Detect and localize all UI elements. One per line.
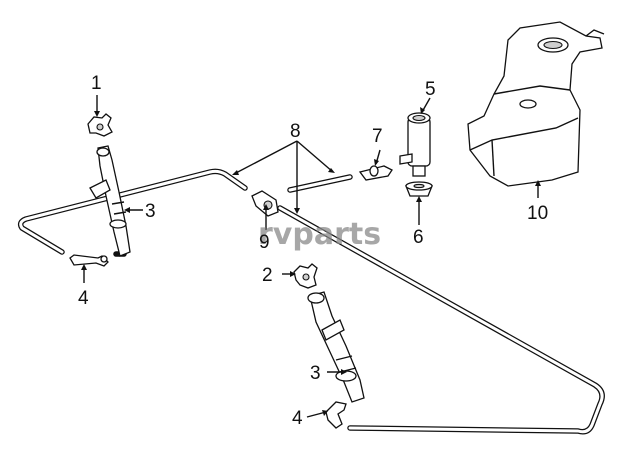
main-hose-run <box>277 205 605 435</box>
callout-4-lower: 4 <box>292 408 303 429</box>
lower-washer-cylinder <box>307 291 365 403</box>
left-hose-loop <box>17 168 248 255</box>
callout-3-lower: 3 <box>310 363 321 384</box>
washer-pump-part-5 <box>399 112 431 177</box>
lower-hose-elbow-part-4 <box>325 401 347 429</box>
left-nozzle-part-1 <box>87 113 113 137</box>
leader-arrowheads <box>81 107 541 416</box>
callout-3-upper: 3 <box>145 201 156 222</box>
center-connector-part-9 <box>251 190 279 217</box>
lower-nozzle-part-2 <box>293 263 318 289</box>
callout-5: 5 <box>425 79 436 100</box>
left-washer-cylinder <box>89 145 131 257</box>
watermark-text: rvparts <box>258 217 381 252</box>
grommet-part-6 <box>405 181 433 197</box>
left-hose-elbow-part-4 <box>69 254 109 267</box>
callout-1: 1 <box>91 73 102 94</box>
right-hose-section <box>287 174 353 193</box>
callout-2: 2 <box>262 265 273 286</box>
callout-8: 8 <box>290 121 301 142</box>
reservoir-tank-part-10 <box>467 21 605 187</box>
callout-9: 9 <box>259 232 270 253</box>
callout-7: 7 <box>372 126 383 147</box>
callout-6: 6 <box>413 227 424 248</box>
connector-part-7 <box>358 165 393 181</box>
callout-4-upper: 4 <box>78 288 89 309</box>
callout-10: 10 <box>527 203 548 224</box>
